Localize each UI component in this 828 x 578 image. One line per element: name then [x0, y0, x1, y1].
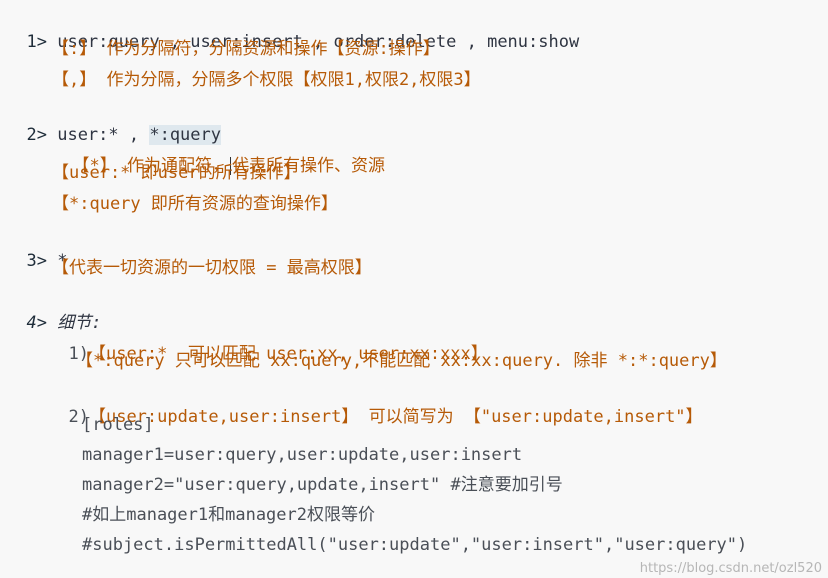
roles-section-header: [roles]	[82, 415, 154, 435]
colon-separator-note: 【:】 作为分隔符，分隔资源和操作【资源:操作】	[52, 39, 440, 59]
item-number: 4>	[26, 313, 47, 333]
item-number: 3>	[26, 251, 47, 271]
wildcard-note: 【*】 作为通配符，代表所有操作、资源	[52, 130, 385, 178]
selected-text[interactable]: *:query	[149, 125, 221, 145]
item-1: 1> user:query , user:insert , order:dele…	[6, 6, 579, 54]
sub-item-number: 1)	[68, 344, 89, 364]
detail-1: 1)【user:* 可以匹配 user:xx, user:xx:xxx】	[48, 318, 488, 366]
text-cursor	[229, 157, 231, 175]
item-number: 2>	[26, 125, 47, 145]
wildcard-example: user:* ,	[57, 125, 150, 145]
all-permissions-note: 【代表一切资源的一切权限 = 最高权限】	[52, 258, 372, 278]
subject-check-comment: #subject.isPermittedAll("user:update","u…	[82, 535, 748, 555]
user-wildcard-note: 【user:* 即user的所有操作】	[52, 163, 301, 183]
permission-examples: user:query , user:insert , order:delete …	[57, 32, 580, 52]
watermark: https://blog.csdn.net/ozl520	[639, 561, 822, 576]
wildcard-note-part2: 代表所有操作、资源	[231, 156, 385, 176]
item-number: 1>	[26, 32, 47, 52]
all-wildcard: *	[57, 251, 68, 271]
details-heading: 细节:	[57, 313, 102, 333]
sub-item-number: 2)	[68, 407, 89, 427]
wildcard-note-part1: 【*】 作为通配符，	[72, 156, 229, 176]
detail-2: 2)【user:update,user:insert】 可以简写为 【"user…	[48, 381, 703, 429]
equivalence-comment: #如上manager1和manager2权限等价	[82, 505, 375, 525]
comma-separator-note: 【,】 作为分隔，分隔多个权限【权限1,权限2,权限3】	[52, 70, 481, 90]
detail-1-note: 【*:query 只可以匹配 xx:query,不能匹配 xx:xx:query…	[76, 351, 727, 371]
manager1-line: manager1=user:query,user:update,user:ins…	[82, 445, 523, 465]
manager2-line: manager2="user:query,update,insert" #注意要…	[82, 475, 563, 495]
item-4: 4> 细节:	[6, 287, 101, 335]
item-2: 2> user:* , *:query	[6, 99, 221, 147]
query-wildcard-note: 【*:query 即所有资源的查询操作】	[52, 194, 338, 214]
detail-1-text: 【user:* 可以匹配 user:xx, user:xx:xxx】	[88, 344, 488, 364]
item-3: 3> *	[6, 225, 67, 273]
detail-2-text: 【user:update,user:insert】 可以简写为 【"user:u…	[88, 407, 703, 427]
